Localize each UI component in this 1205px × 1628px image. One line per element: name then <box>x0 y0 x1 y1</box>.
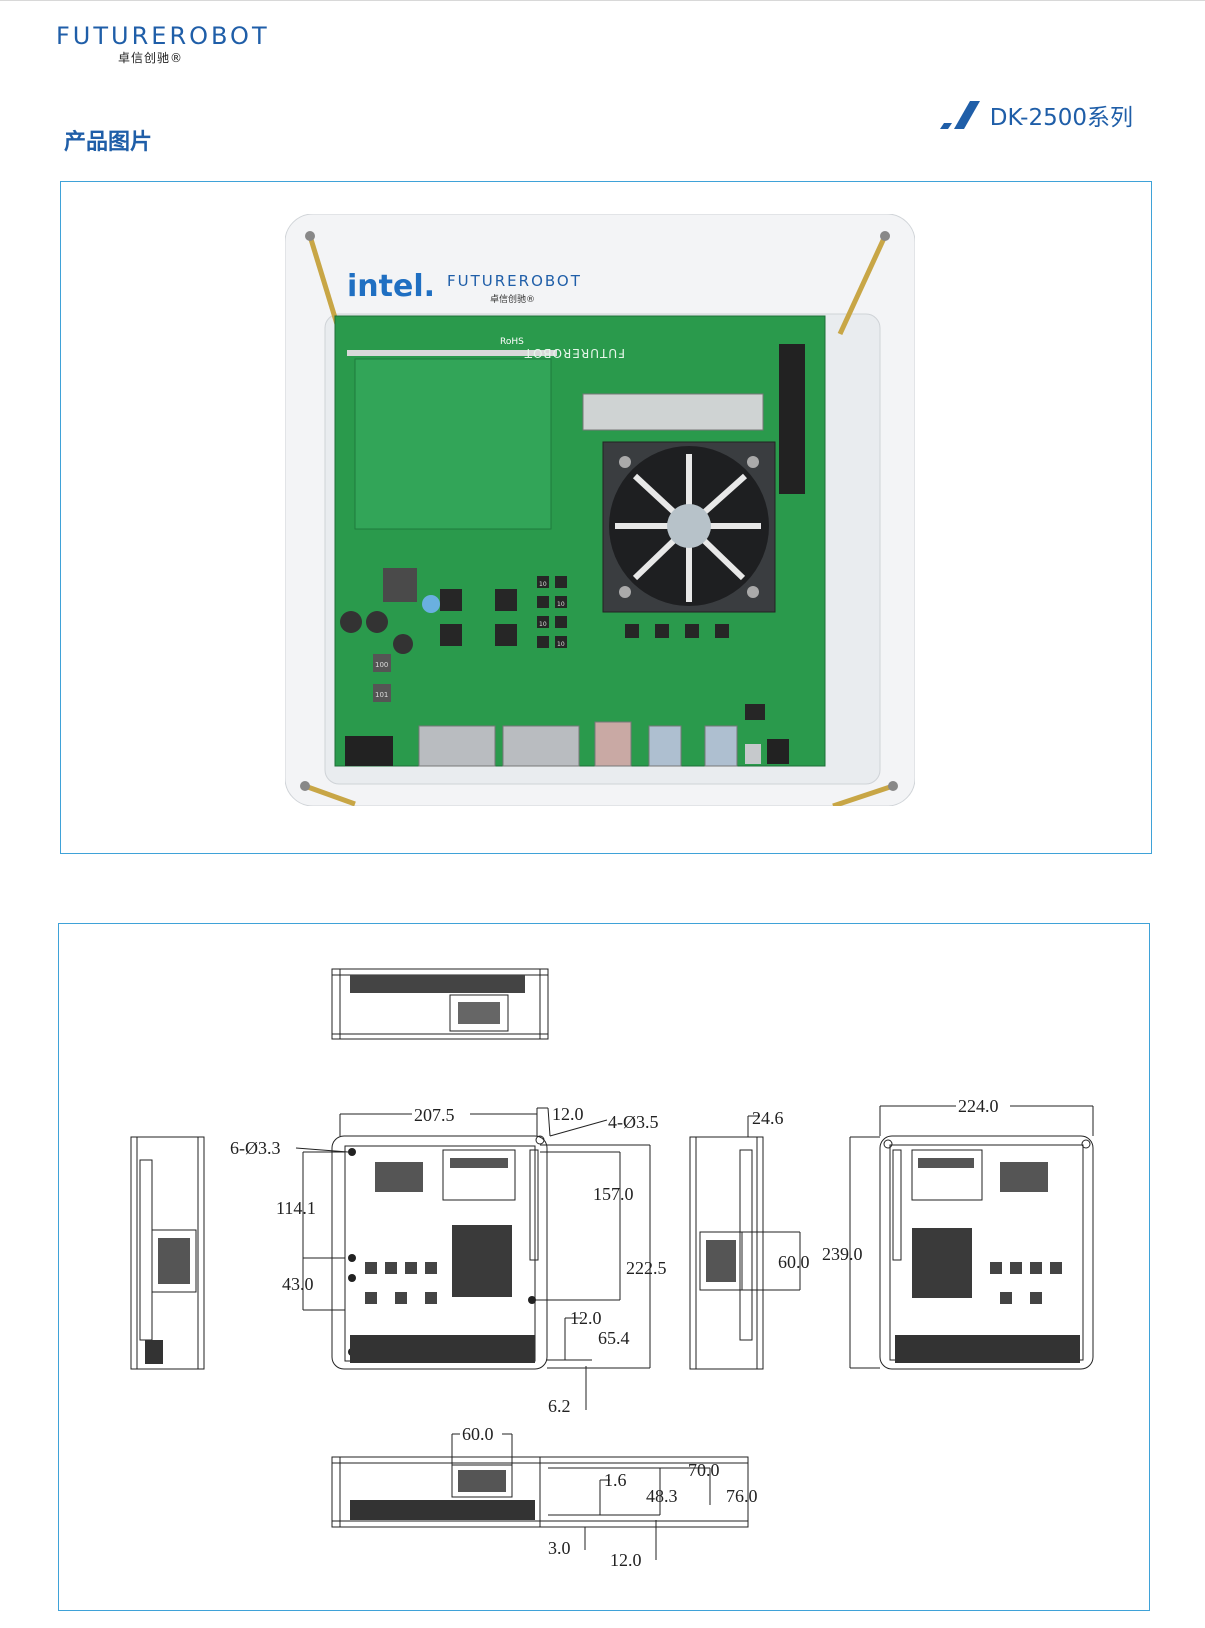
screw-head-icon <box>619 586 631 598</box>
capacitor <box>422 595 440 613</box>
top-divider <box>0 0 1205 1</box>
series-name: DK-2500系列 <box>989 105 1133 131</box>
silk-label: 10 <box>557 641 565 648</box>
dc-power-jack <box>767 739 789 764</box>
dim-side-24: 24.6 <box>752 1108 784 1128</box>
dim-holes-6: 6-Ø3.3 <box>230 1138 281 1158</box>
section-title: 产品图片 <box>64 130 153 155</box>
sodimm-slot <box>582 393 764 431</box>
silk-label: 10 <box>539 621 547 628</box>
side-connector <box>779 344 805 494</box>
board-brand-chinese: 卓信创驰® <box>490 293 535 305</box>
capacitor <box>366 611 388 633</box>
dim-side-60: 60.0 <box>778 1252 810 1272</box>
left-side-view <box>130 1136 205 1370</box>
silk-label: 100 <box>375 661 388 669</box>
dim-height-157: 157.0 <box>593 1184 634 1204</box>
brand-wordmark: FUTUREROBOT <box>56 22 270 50</box>
dim-height-239: 239.0 <box>822 1244 863 1264</box>
brand-logo: FUTUREROBOT 卓信创驰® <box>56 22 270 66</box>
board-back-view <box>849 1105 1094 1370</box>
capacitor <box>393 634 413 654</box>
m2-slot <box>347 350 557 356</box>
dim-width-207: 207.5 <box>414 1105 455 1125</box>
dimension-drawing-frame <box>58 923 1150 1611</box>
rohs-mark: RoHS <box>500 337 524 347</box>
dim-bottom-1-6: 1.6 <box>604 1470 627 1490</box>
board-front-view <box>331 1135 548 1370</box>
board-brand-wordmark: FUTUREROBOT <box>447 272 582 290</box>
screw-head-icon <box>305 231 315 241</box>
dim-offset-6: 6.2 <box>548 1396 571 1416</box>
dim-bottom-12: 12.0 <box>610 1550 642 1570</box>
silk-label: 10 <box>557 601 565 608</box>
screw-head-icon <box>880 231 890 241</box>
ic-chips <box>440 576 765 720</box>
fan-hub <box>667 504 711 548</box>
right-side-view <box>689 1115 801 1370</box>
usb3-port <box>704 725 738 767</box>
dim-bottom-76: 76.0 <box>726 1486 758 1506</box>
slash-mark-icon <box>939 101 980 129</box>
dim-height-43: 43.0 <box>282 1274 314 1294</box>
dim-holes-4: 4-Ø3.5 <box>608 1112 659 1132</box>
usb-port-stack <box>594 721 632 767</box>
standoff-post <box>832 783 894 806</box>
audio-jack <box>745 744 761 764</box>
dim-height-222: 222.5 <box>626 1258 667 1278</box>
lan-port-2 <box>502 725 580 767</box>
standoff-post <box>304 783 356 806</box>
dim-gap-12-bottom: 12.0 <box>570 1308 602 1328</box>
brand-chinese-name: 卓信创驰® <box>118 51 184 65</box>
product-photo-frame <box>60 181 1152 854</box>
dim-width-224: 224.0 <box>958 1096 999 1116</box>
choke <box>373 654 391 672</box>
dim-height-114: 114.1 <box>276 1198 316 1218</box>
screw-head-icon <box>888 781 898 791</box>
dim-gap-12-top: 12.0 <box>552 1104 584 1124</box>
lan-port-1 <box>418 725 496 767</box>
dc-power-jack <box>345 736 393 766</box>
top-profile-view <box>331 968 549 1040</box>
screw-head-icon <box>747 586 759 598</box>
m2-area <box>354 358 552 530</box>
dim-bottom-3: 3.0 <box>548 1538 571 1558</box>
dim-height-65: 65.4 <box>598 1328 630 1348</box>
screw-head-icon <box>300 781 310 791</box>
usb3-port <box>648 725 682 767</box>
screw-head-icon <box>619 456 631 468</box>
intel-logo: intel. <box>347 269 435 304</box>
inductor <box>383 568 417 602</box>
series-label: DK-2500系列 <box>939 100 1133 131</box>
product-photo: intel. FUTUREROBOT 卓信创驰® RoHS FUTUREROBO… <box>285 214 915 806</box>
dim-bottom-70: 70.0 <box>688 1460 720 1480</box>
choke <box>373 684 391 702</box>
board-dimensions <box>295 1107 651 1410</box>
bottom-profile-view <box>331 1433 749 1560</box>
silk-label: 101 <box>375 691 388 699</box>
dim-bottom-60: 60.0 <box>462 1424 494 1444</box>
capacitor <box>340 611 362 633</box>
standoff-post <box>837 234 888 336</box>
silk-label: 10 <box>539 581 547 588</box>
pcb-silkscreen-brand: FUTUREROBOT <box>524 346 625 360</box>
screw-head-icon <box>747 456 759 468</box>
dim-bottom-48: 48.3 <box>646 1486 678 1506</box>
